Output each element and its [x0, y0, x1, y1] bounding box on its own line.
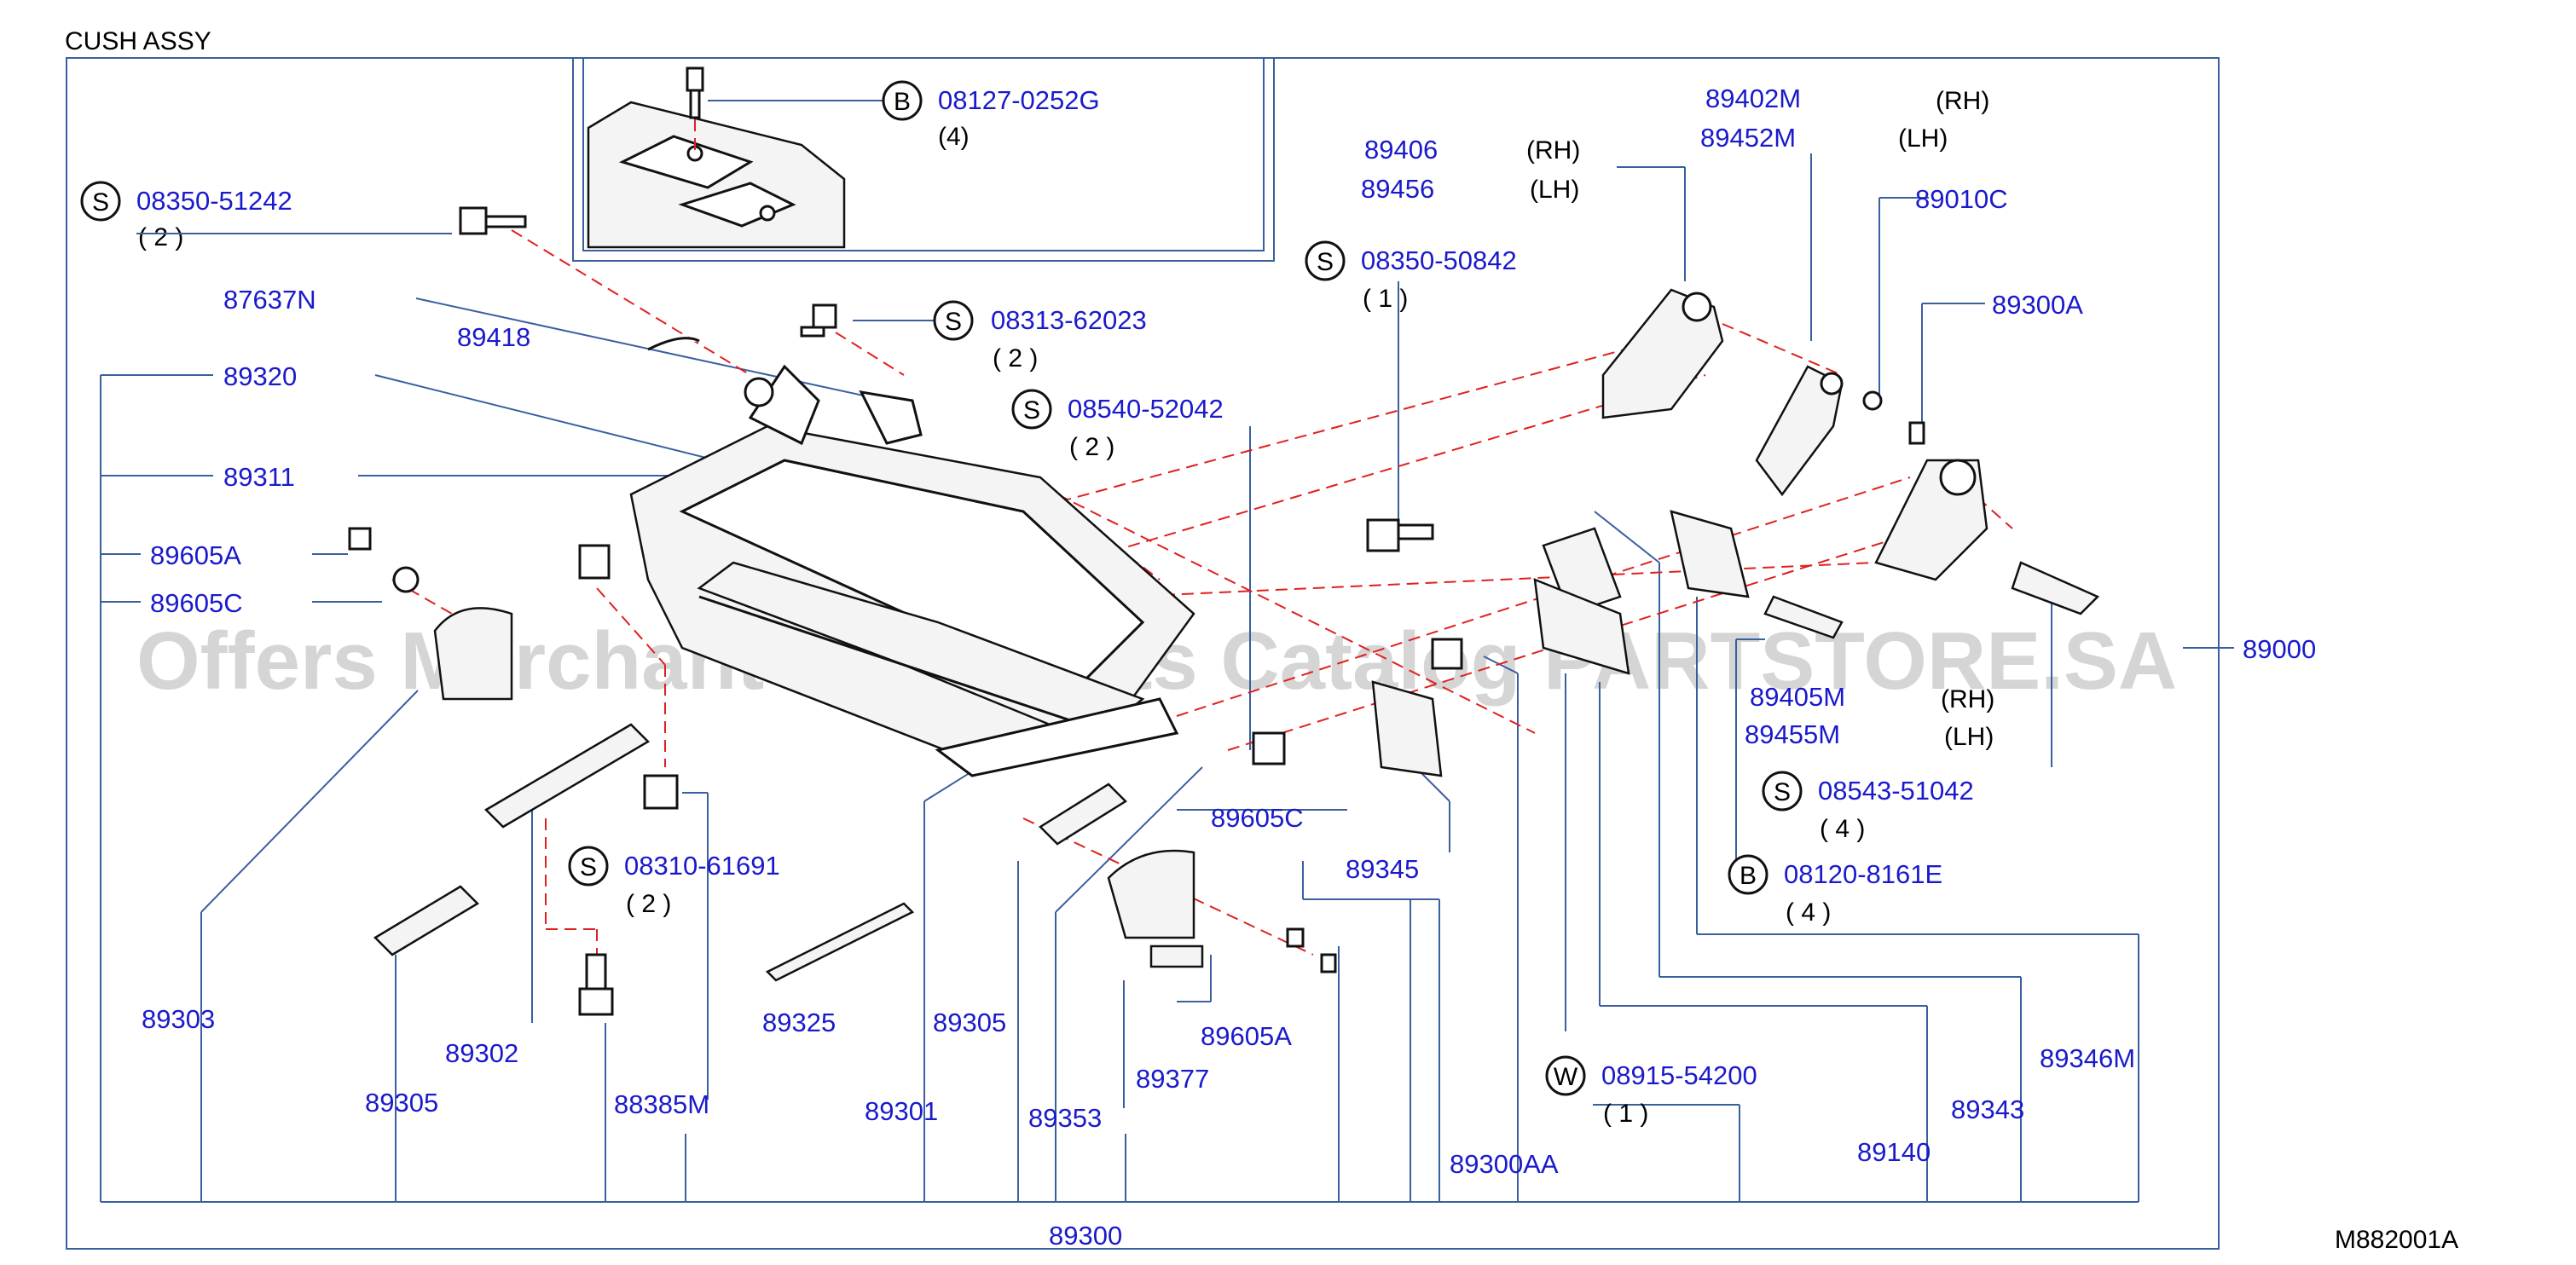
callout-quantity: ( 2 ) [626, 890, 671, 918]
callout-marker: B [894, 88, 911, 116]
part-label-89311: 89311 [223, 462, 295, 492]
callout-part-number: 08350-50842 [1361, 245, 1517, 275]
callout-part-number: 08127-0252G [938, 85, 1100, 115]
part-label-89343: 89343 [1951, 1095, 2024, 1124]
part-label-89456: 89456 [1361, 174, 1434, 204]
callout-08540-52042: S 08540-52042 ( 2 ) [1011, 389, 1224, 461]
exploded-dash-lines [391, 229, 2013, 956]
callout-marker-circle [1011, 389, 1052, 430]
part-label-88385m: 88385M [614, 1089, 709, 1119]
callout-08310-61691: S 08310-61691 ( 2 ) [568, 846, 780, 918]
callout-08313-62023: S 08313-62023 ( 2 ) [933, 300, 1147, 373]
part-label-89320: 89320 [223, 361, 297, 391]
side-label-rh: (RH) [1936, 87, 1989, 115]
seat-frame-drawing [629, 364, 1195, 777]
callout-quantity: ( 4 ) [1820, 815, 1865, 843]
callout-marker: S [1317, 248, 1334, 276]
part-label-89325: 89325 [762, 1008, 836, 1037]
part-label-89455m: 89455M [1745, 719, 1840, 749]
callout-marker-circle [1762, 771, 1803, 812]
side-label-lh: (LH) [1530, 176, 1579, 204]
callout-marker-circle [80, 181, 121, 222]
part-label-89402m: 89402M [1705, 84, 1801, 113]
side-label-lh: (LH) [1898, 124, 1948, 153]
inset-plate-drawing [587, 66, 883, 249]
part-label-87637n: 87637N [223, 285, 316, 315]
part-label-89300a: 89300A [1992, 290, 2083, 320]
callout-marker-circle [933, 300, 974, 341]
callout-part-number: 08915-54200 [1601, 1060, 1757, 1090]
part-label-89305-b: 89305 [933, 1008, 1006, 1037]
part-label-89300: 89300 [1049, 1221, 1122, 1251]
part-label-89605a-b: 89605A [1201, 1021, 1292, 1051]
part-label-89605c-b: 89605C [1211, 803, 1304, 833]
callout-marker: S [92, 188, 109, 217]
part-label-89346m: 89346M [2040, 1043, 2135, 1073]
part-labels: 87637N 89418 89320 89311 89605A 89605C 8… [142, 84, 2316, 1251]
part-label-89300aa: 89300AA [1450, 1149, 1559, 1179]
callout-quantity: ( 1 ) [1363, 285, 1408, 313]
part-label-89303: 89303 [142, 1004, 215, 1034]
callout-marker-circle [1305, 240, 1346, 281]
callout-marker: S [1023, 396, 1040, 425]
callout-marker: S [945, 308, 962, 336]
part-label-89452m: 89452M [1700, 123, 1796, 153]
callout-08915-54200: W 08915-54200 ( 1 ) [1545, 1055, 1757, 1128]
callout-marker-circle [568, 846, 609, 887]
callout-part-number: 08540-52042 [1068, 394, 1224, 424]
leader-lines [100, 153, 2234, 1203]
callout-quantity: ( 2 ) [993, 344, 1038, 373]
part-label-89302: 89302 [445, 1038, 518, 1068]
side-label-rh: (RH) [1941, 685, 1994, 713]
callout-marker: B [1740, 862, 1757, 890]
callout-08350-50842: S 08350-50842 ( 1 ) [1305, 240, 1517, 313]
part-label-89305: 89305 [365, 1088, 438, 1118]
callout-part-number: 08120-8161E [1784, 859, 1942, 889]
callout-marker: S [580, 853, 597, 881]
callout-marker: W [1554, 1063, 1578, 1091]
part-label-89000: 89000 [2243, 634, 2316, 664]
callout-part-number: 08310-61691 [624, 851, 780, 881]
callout-marker-circle [882, 80, 923, 121]
part-label-89301: 89301 [865, 1096, 938, 1126]
diagram-title: CUSH ASSY [65, 27, 211, 55]
callout-quantity: ( 1 ) [1603, 1100, 1648, 1128]
callout-quantity: (4) [938, 123, 970, 151]
callout-quantity: ( 2 ) [1069, 433, 1114, 461]
callout-quantity: ( 2 ) [138, 223, 183, 251]
callout-marker-circle [1728, 854, 1768, 895]
callout-quantity: ( 4 ) [1786, 898, 1831, 927]
part-label-89345: 89345 [1346, 854, 1419, 884]
small-parts-drawing [348, 206, 2100, 1016]
callout-part-number: 08350-51242 [136, 186, 292, 216]
callout-marker: S [1774, 778, 1791, 806]
callout-08543-51042: S 08543-51042 ( 4 ) [1762, 771, 1974, 843]
callout-part-number: 08543-51042 [1818, 776, 1974, 806]
callout-part-number: 08313-62023 [991, 305, 1147, 335]
part-label-89406: 89406 [1364, 135, 1438, 165]
part-label-89010c: 89010C [1915, 184, 2008, 214]
side-label-lh: (LH) [1944, 723, 1994, 751]
part-label-89353: 89353 [1028, 1103, 1102, 1133]
side-label-rh: (RH) [1526, 136, 1580, 165]
part-label-89605c: 89605C [150, 588, 243, 618]
callout-inset-bolt: B 08127-0252G (4) [882, 80, 1100, 151]
part-label-89377: 89377 [1136, 1064, 1209, 1094]
callout-08120-8161e: B 08120-8161E ( 4 ) [1728, 854, 1942, 927]
inset-frame-inner [582, 57, 1265, 251]
callout-08350-51242: S 08350-51242 ( 2 ) [80, 181, 452, 251]
part-label-89418: 89418 [457, 322, 530, 352]
part-label-89405m: 89405M [1750, 682, 1845, 712]
part-label-89140: 89140 [1857, 1137, 1931, 1167]
part-label-89605a: 89605A [150, 540, 241, 570]
callout-marker-circle [1545, 1055, 1586, 1096]
figure-code: M882001A [2335, 1226, 2458, 1254]
